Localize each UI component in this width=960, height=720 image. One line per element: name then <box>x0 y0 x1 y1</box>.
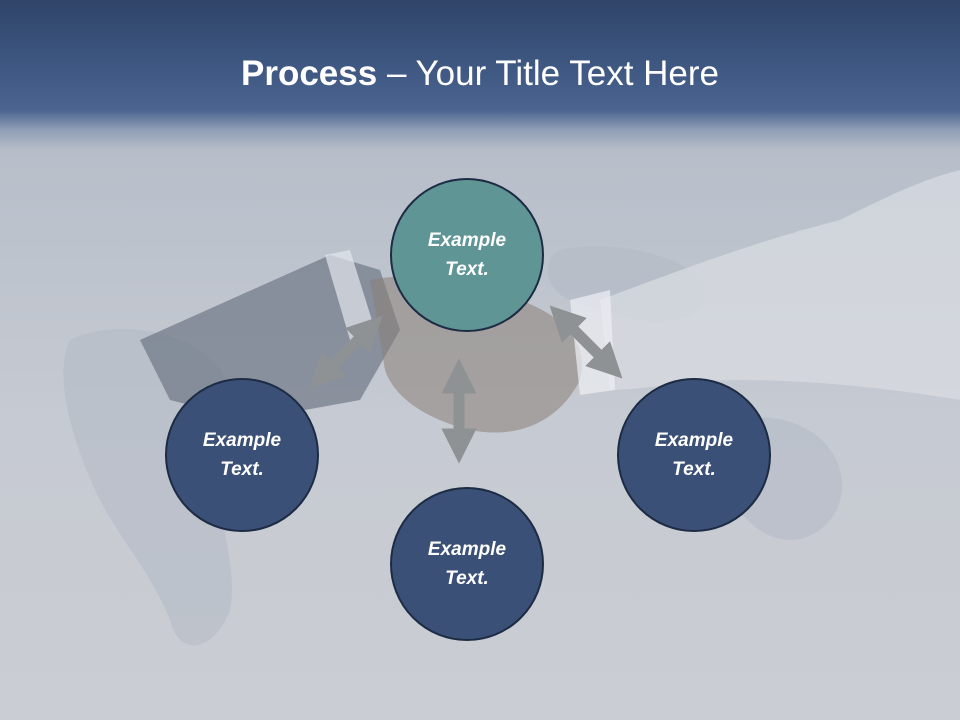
node-right-line1: Example <box>654 430 734 451</box>
title-rest: – Your Title Text Here <box>377 54 719 93</box>
node-left-line1: Example <box>202 430 282 451</box>
node-top-line2: Text. <box>445 259 489 280</box>
process-node-bottom: Example Text. <box>390 487 544 641</box>
node-top-line1: Example <box>427 230 507 251</box>
arrow-top-right <box>549 305 623 379</box>
node-left-line2: Text. <box>220 459 264 480</box>
process-node-right: Example Text. <box>617 378 771 532</box>
arrow-top-left <box>309 315 383 389</box>
process-node-top: Example Text. <box>390 178 544 332</box>
node-bottom-line2: Text. <box>445 568 489 589</box>
title-bar <box>0 0 960 150</box>
slide-title: Process – Your Title Text Here <box>0 52 960 96</box>
title-bold: Process <box>241 54 378 93</box>
node-right-line2: Text. <box>672 459 716 480</box>
node-bottom-line1: Example <box>427 539 507 560</box>
process-node-left: Example Text. <box>165 378 319 532</box>
